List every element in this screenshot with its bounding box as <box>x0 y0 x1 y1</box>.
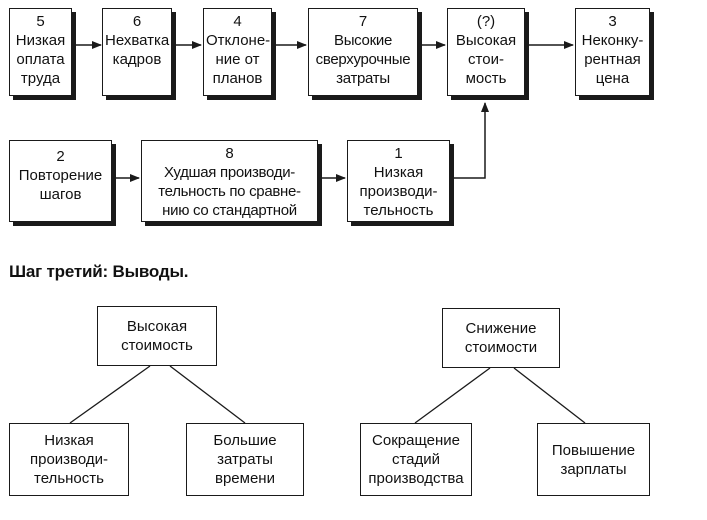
cause-box-high-cost: (?) Высокая стои- мость <box>447 8 525 96</box>
cause-label: Высокая стои- мость <box>455 32 517 87</box>
cause-label: Низкая производи- тельность <box>359 164 438 219</box>
cause-box-low-pay: 5 Низкая оплата труда <box>9 8 72 96</box>
tree-left-edge-2 <box>169 365 246 424</box>
cause-number: 6 <box>132 13 142 30</box>
cause-box-worse-productivity: 8 Худшая производи- тельность по сравне-… <box>141 140 318 222</box>
cause-number: 8 <box>225 145 234 162</box>
tree-right-child-fewer-stages: Сокращение стадий производства <box>360 423 472 496</box>
tree-left-child-productivity: Низкая производи- тельность <box>9 423 129 496</box>
tree-right-edge-2 <box>513 367 586 424</box>
cause-box-low-productivity: 1 Низкая производи- тельность <box>347 140 450 222</box>
cause-number: 1 <box>394 145 403 162</box>
cause-label: Низкая оплата труда <box>15 32 66 87</box>
cause-box-step-repetition: 2 Повторение шагов <box>9 140 112 222</box>
tree-right-child-raise-wages: Повышение зарплаты <box>537 423 650 496</box>
tree-right-root: Снижение стоимости <box>442 308 560 368</box>
tree-left-root: Высокая стоимость <box>97 306 217 366</box>
cause-box-staff-shortage: 6 Нехватка кадров <box>102 8 172 96</box>
cause-label: Повторение шагов <box>18 167 103 203</box>
section-heading: Шаг третий: Выводы. <box>9 262 189 281</box>
cause-box-plan-deviation: 4 Отклоне- ние от планов <box>203 8 272 96</box>
arrow-1-to-q <box>450 102 489 179</box>
cause-label: Неконку- рентная цена <box>581 32 644 87</box>
tree-left-child-time-costs: Большие затраты времени <box>186 423 304 496</box>
tree-left-edge-1 <box>69 365 151 424</box>
cause-number: 5 <box>36 13 45 30</box>
cause-number: 3 <box>608 13 617 30</box>
cause-label: Худшая производи- тельность по сравне- н… <box>158 164 301 219</box>
cause-number: 4 <box>233 13 242 30</box>
cause-box-uncompetitive-price: 3 Неконку- рентная цена <box>575 8 650 96</box>
cause-label: Отклоне- ние от планов <box>206 32 271 87</box>
cause-label: Нехватка кадров <box>105 32 170 68</box>
cause-number: 2 <box>56 148 65 165</box>
tree-right-edge-1 <box>414 367 491 424</box>
cause-box-overtime-costs: 7 Высокие сверхурочные затраты <box>308 8 418 96</box>
cause-label: Высокие сверхурочные затраты <box>315 32 411 87</box>
cause-number: 7 <box>358 13 368 30</box>
cause-number: (?) <box>476 13 496 30</box>
